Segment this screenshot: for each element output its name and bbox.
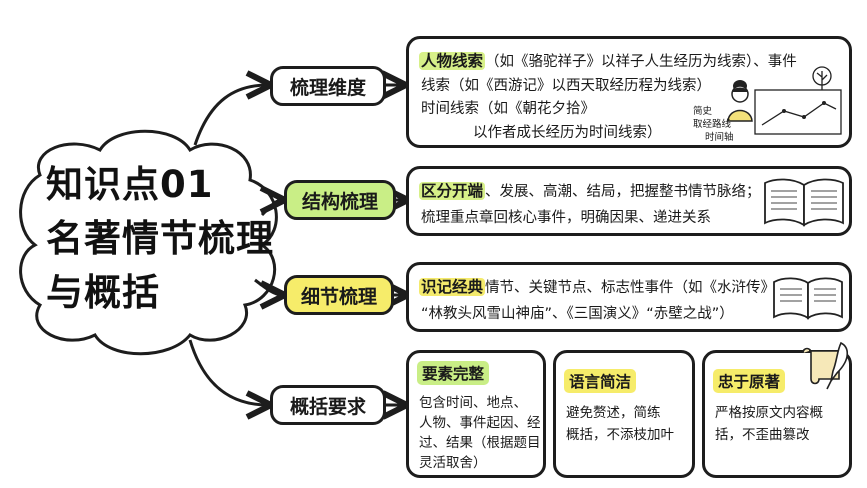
summary-card-concise-title: 语言简洁 bbox=[564, 369, 637, 393]
summary-card-concise-line: 概括，不添枝加叶 bbox=[566, 427, 674, 443]
tree-sketch-icon bbox=[812, 66, 832, 92]
summary-card-elements-line: 包含时间、地点、 bbox=[419, 395, 527, 411]
summary-card-faithful-line: 严格按原文内容概 bbox=[715, 405, 823, 421]
detail-line2: “林教头风雪山神庙”、《三国演义》“赤壁之战”） bbox=[421, 306, 734, 322]
branch-summary: 概括要求 bbox=[270, 385, 386, 425]
summary-card-concise-line: 避免赘述，简练 bbox=[566, 405, 661, 421]
structure-card: 区分开端、发展、高潮、结局，把握整书情节脉络； 梳理重点章回核心事件，明确因果、… bbox=[406, 166, 852, 236]
dimension-line1-key: 人物线索 bbox=[419, 52, 486, 70]
detail-card: 识记经典情节、关键节点、标志性事件（如《水浒传》 “林教头风雪山神庙”、《三国演… bbox=[406, 262, 852, 332]
summary-card-elements-line: 人物、事件起因、经 bbox=[419, 415, 541, 431]
branch-structure-label: 结构梳理 bbox=[301, 190, 378, 213]
summary-card-elements-line: 过、结果（根据题目 bbox=[419, 435, 541, 451]
summary-card-elements: 要素完整 包含时间、地点、 人物、事件起因、经 过、结果（根据题目 灵活取舍） bbox=[406, 350, 546, 478]
structure-line1-key: 区分开端 bbox=[419, 182, 486, 200]
timeline-sketch-icon bbox=[754, 89, 842, 135]
dimension-line4: 以作者成长经历为时间线索） bbox=[473, 125, 662, 141]
open-book-icon bbox=[764, 178, 844, 227]
structure-line2: 梳理重点章回核心事件，明确因果、递进关系 bbox=[421, 210, 711, 226]
dimension-line1: 人物线索（如《骆驼祥子》以祥子人生经历为线索）、事件 bbox=[419, 49, 797, 71]
branch-detail-label: 细节梳理 bbox=[300, 285, 377, 308]
dimension-line3: 时间线索（如《朝花夕拾》 bbox=[421, 101, 595, 117]
girl-avatar-icon bbox=[727, 80, 753, 122]
structure-line1: 区分开端、发展、高潮、结局，把握整书情节脉络； bbox=[419, 179, 761, 201]
detail-line1-rest: 情节、关键节点、标志性事件（如《水浒传》 bbox=[485, 280, 776, 296]
sketch-label-timeline: 时间轴 bbox=[705, 132, 734, 143]
summary-card-faithful-title: 忠于原著 bbox=[713, 369, 786, 393]
dimension-card: 人物线索（如《骆驼祥子》以祥子人生经历为线索）、事件 线索（如《西游记》以西天取… bbox=[406, 36, 852, 148]
branch-dimension: 梳理维度 bbox=[270, 66, 386, 106]
sketch-label-route: 取经路线 bbox=[693, 119, 732, 130]
summary-card-faithful: 忠于原著 严格按原文内容概 括，不歪曲篡改 bbox=[702, 341, 852, 478]
scroll-quill-icon bbox=[802, 341, 849, 390]
structure-line1-rest: 、发展、高潮、结局，把握整书情节脉络； bbox=[485, 184, 761, 200]
branch-detail: 细节梳理 bbox=[284, 275, 394, 315]
detail-line1-key: 识记经典 bbox=[419, 278, 486, 296]
branch-summary-label: 概括要求 bbox=[289, 395, 366, 418]
center-title-line3: 与概括 bbox=[46, 271, 160, 314]
branch-dimension-label: 梳理维度 bbox=[289, 76, 366, 99]
dimension-line2: 线索（如《西游记》以西天取经历程为线索） bbox=[421, 78, 711, 94]
center-title: 知识点01 名著情节梳理 与概括 bbox=[46, 158, 274, 320]
center-title-line1: 知识点01 bbox=[46, 163, 214, 206]
open-book-icon bbox=[773, 277, 843, 320]
sketch-label-history: 简史 bbox=[693, 106, 713, 117]
summary-card-elements-title: 要素完整 bbox=[417, 361, 490, 385]
summary-card-concise: 语言简洁 避免赘述，简练 概括，不添枝加叶 bbox=[553, 350, 695, 478]
dimension-line1-rest: （如《骆驼祥子》以祥子人生经历为线索）、事件 bbox=[485, 54, 797, 70]
summary-card-faithful-line: 括，不歪曲篡改 bbox=[715, 427, 810, 443]
branch-structure: 结构梳理 bbox=[284, 180, 396, 220]
center-title-line2: 名著情节梳理 bbox=[46, 217, 274, 260]
summary-card-elements-line: 灵活取舍） bbox=[419, 455, 487, 471]
detail-line1: 识记经典情节、关键节点、标志性事件（如《水浒传》 bbox=[419, 275, 775, 297]
